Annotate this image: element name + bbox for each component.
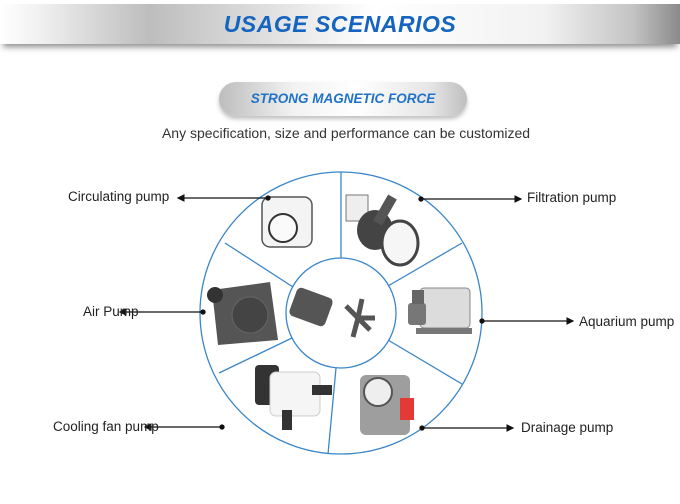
- header-banner: USAGE SCENARIOS: [0, 4, 680, 44]
- label-drainage-pump: Drainage pump: [521, 420, 614, 435]
- air-pump-image: [207, 282, 278, 345]
- feature-badge: STRONG MAGNETIC FORCE: [219, 82, 467, 116]
- aquarium-pump-image: [408, 287, 472, 334]
- label-aquarium-pump: Aquarium pump: [579, 314, 675, 329]
- cooling-fan-pump-image: [255, 365, 332, 430]
- label-filtration-pump: Filtration pump: [527, 190, 617, 205]
- subtitle: Any specification, size and performance …: [161, 125, 531, 141]
- label-circulating-pump: Circulating pump: [68, 189, 170, 204]
- rotor-impeller-image: [289, 287, 375, 338]
- feature-badge-label: STRONG MAGNETIC FORCE: [250, 91, 436, 106]
- circulating-pump-image: [261, 196, 313, 248]
- label-air-pump: Air Pump: [83, 304, 139, 319]
- page-title: USAGE SCENARIOS: [223, 11, 457, 37]
- drainage-pump-image: [360, 375, 414, 435]
- filtration-pump-image: [345, 194, 420, 267]
- label-cooling-fan-pump: Cooling fan pump: [53, 419, 159, 434]
